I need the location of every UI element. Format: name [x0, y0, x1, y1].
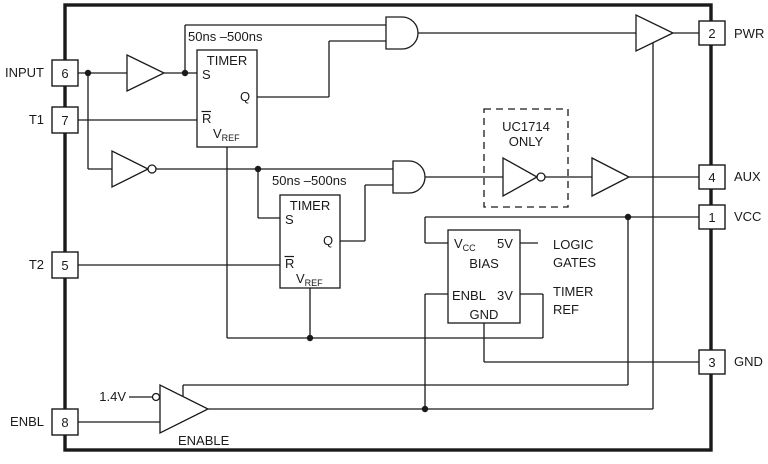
pin-5: 5 T2 [29, 251, 79, 279]
pin-name: GND [734, 354, 763, 369]
pin-number: 3 [708, 355, 715, 370]
input-buffer-symbol [126, 53, 166, 93]
threshold-label: 1.4V [99, 389, 126, 404]
pin-name: INPUT [5, 65, 44, 80]
timer1-vref-label: VREF [213, 126, 240, 143]
annotations: LOGIC GATES TIMER REF UC1714 ONLY ENABLE… [99, 119, 596, 448]
uc1714-inverter-symbol [502, 156, 539, 198]
input-inverter-symbol [111, 149, 150, 189]
pin-number: 4 [708, 170, 715, 185]
pin-name: AUX [734, 169, 761, 184]
pin-8: 8 ENBL [10, 408, 79, 436]
enable-comparator-symbol [159, 383, 210, 435]
comparator-bubble-icon [151, 392, 161, 402]
timer1-q-label: Q [240, 89, 250, 104]
bias-5v-label: 5V [497, 236, 513, 251]
and-gate-aux [392, 160, 426, 194]
timer2-range-label: 50ns –500ns [272, 173, 347, 188]
bias-enbl-label: ENBL [452, 288, 486, 303]
timer-ref-label-2: REF [553, 302, 579, 317]
timer1-title: TIMER [207, 53, 247, 68]
pin-1: 1 VCC [698, 204, 761, 230]
pin-3: 3 GND [698, 349, 763, 375]
aux-driver-symbol [591, 156, 631, 198]
timer2-title: TIMER [290, 198, 330, 213]
and-gate-pwr [385, 16, 419, 50]
bias-gnd-label: GND [470, 307, 499, 322]
pin-box [51, 251, 79, 279]
logic-gates-label-1: LOGIC [553, 237, 593, 252]
pin-box [698, 164, 726, 190]
timer1-range-label: 50ns –500ns [188, 29, 263, 44]
pin-name: T2 [29, 257, 44, 272]
pin-7: 7 T1 [29, 106, 79, 134]
junction-dot [254, 165, 262, 173]
pin-number: 6 [61, 66, 68, 81]
pin-box [698, 204, 726, 230]
junction-dot [181, 69, 189, 77]
timer2-block: TIMER S Q R VREF 50ns –500ns [272, 173, 347, 289]
inverter-bubble-icon [147, 164, 157, 174]
pin-name: PWR [734, 26, 764, 41]
pin-number: 5 [61, 258, 68, 273]
junction-dot [306, 334, 314, 342]
timer2-q-label: Q [323, 233, 333, 248]
timer1-r-label: R [202, 111, 211, 126]
enable-label: ENABLE [178, 433, 230, 448]
pin-4: 4 AUX [698, 164, 761, 190]
pin-number: 2 [708, 26, 715, 41]
pin-2: 2 PWR [698, 20, 764, 46]
inverter-bubble-icon [536, 172, 546, 182]
pin-number: 1 [708, 210, 715, 225]
timer2-box [279, 194, 341, 289]
timer1-box [196, 49, 258, 148]
logic-gates-label-2: GATES [553, 255, 596, 270]
pwr-driver-symbol [635, 13, 675, 53]
timer1-block: TIMER S Q R VREF 50ns –500ns [188, 29, 263, 148]
pin-box [51, 408, 79, 436]
junction-dot [84, 69, 92, 77]
pin-box [698, 20, 726, 46]
timer2-vref-label: VREF [296, 271, 323, 288]
bias-box [447, 229, 521, 324]
bias-3v-label: 3V [497, 288, 513, 303]
bias-block: VCC 5V BIAS ENBL 3V GND [447, 229, 521, 324]
junction-dot [421, 405, 429, 413]
timer2-s-label: S [285, 212, 294, 227]
pin-name: T1 [29, 112, 44, 127]
junction-dot [624, 213, 632, 221]
pin-name: ENBL [10, 414, 44, 429]
pin-number: 7 [61, 113, 68, 128]
wire-segments [78, 24, 699, 423]
uc1714-only-label-1: UC1714 [502, 119, 550, 134]
timer2-r-label: R [285, 256, 294, 271]
uc1714-only-box [483, 108, 569, 208]
pin-box [51, 59, 79, 87]
pin-box [698, 349, 726, 375]
pin-name: VCC [734, 209, 761, 224]
pin-number: 8 [61, 415, 68, 430]
uc1714-only-label-2: ONLY [509, 134, 544, 149]
junction-dots [84, 69, 632, 413]
bias-title: BIAS [469, 256, 499, 271]
timer-ref-label-1: TIMER [553, 284, 593, 299]
pin-6: 6 INPUT [5, 59, 79, 87]
timer1-s-label: S [202, 67, 211, 82]
pin-box [51, 106, 79, 134]
bias-vcc-label: VCC [454, 236, 476, 253]
